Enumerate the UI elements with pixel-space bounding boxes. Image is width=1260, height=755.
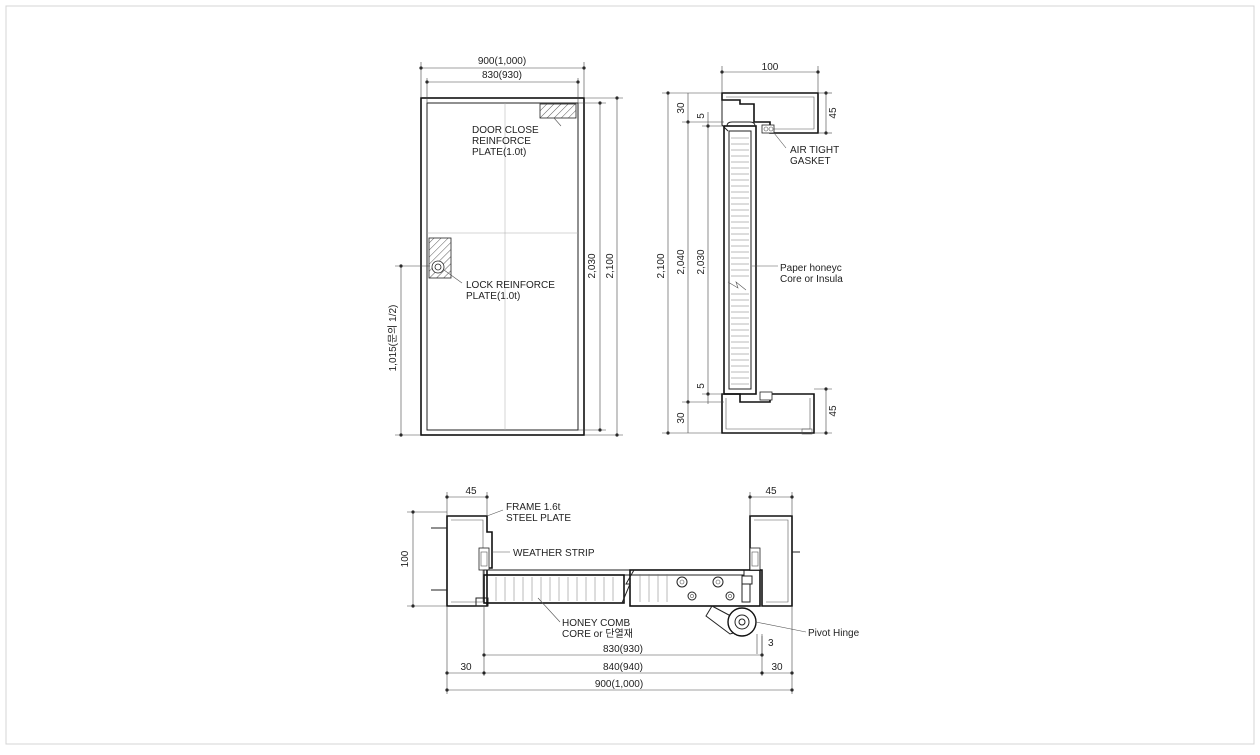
- frame-label-1: FRAME 1.6t: [506, 502, 561, 513]
- gasket-label-1: AIR TIGHT: [790, 145, 839, 156]
- pivot-hinge-label: Pivot Hinge: [808, 628, 860, 639]
- closer-label-3: PLATE(1.0t): [472, 147, 526, 158]
- top-frame-profile: [721, 92, 819, 134]
- dim-left-rebate: 30: [460, 662, 472, 673]
- dim-plan-frame-depth: 100: [400, 550, 411, 567]
- gasket-label-2: GASKET: [790, 156, 831, 167]
- weather-strip-right: [749, 547, 761, 571]
- dim-right-frame: 45: [765, 486, 777, 497]
- image-border: [5, 5, 1255, 745]
- dim-top-rebate: 30: [676, 102, 687, 114]
- dim-plan-leaf-width: 830(930): [603, 644, 643, 655]
- lock-label-1: LOCK REINFORCE: [466, 280, 555, 291]
- core-lines: [731, 137, 749, 385]
- dim-bottom-gap: 5: [696, 383, 707, 389]
- core-plan-label-1: HONEY COMB: [562, 618, 630, 629]
- core-plan-label-2: CORE or 단열재: [562, 628, 633, 640]
- dim-leaf-height-section: 2,030: [696, 249, 707, 274]
- core-label-2: Core or Insula: [780, 274, 843, 285]
- weather-strip-label: WEATHER STRIP: [513, 548, 595, 559]
- dim-right-rebate: 30: [771, 662, 783, 673]
- vertical-section: AIR TIGHT GASKET Paper honeyc Core or In…: [656, 62, 843, 435]
- dim-frame-opening: 2,040: [676, 249, 687, 274]
- dim-leaf-width: 830(930): [482, 70, 522, 81]
- leaf-left-part: [483, 574, 625, 604]
- elevation-frame-outline: [420, 97, 585, 436]
- hardware-screws: [676, 576, 735, 601]
- plan-core-lines: [495, 574, 668, 602]
- core-label-1: Paper honeyc: [780, 263, 842, 274]
- dim-plan-overall-width: 900(1,000): [595, 679, 643, 690]
- gasket-leader: [773, 132, 787, 149]
- left-frame-profile: [446, 515, 493, 607]
- pivot-leader: [755, 621, 807, 633]
- dim-total-height: 2,100: [656, 253, 667, 278]
- dim-hinge-gap: 3: [768, 638, 774, 649]
- pivot-hinge-icon: [727, 607, 757, 637]
- dim-leaf-height: 2,030: [587, 253, 598, 278]
- dim-top-gap: 5: [696, 113, 707, 119]
- leaf-right-part: [629, 569, 761, 607]
- dim-overall-height: 2,100: [605, 253, 616, 278]
- lock-label-2: PLATE(1.0t): [466, 291, 520, 302]
- dim-bottom-frame: 45: [828, 405, 839, 417]
- dim-lock-height: 1,015(문의 1/2): [387, 305, 399, 372]
- dim-left-frame: 45: [465, 486, 477, 497]
- dim-bottom-rebate: 30: [676, 412, 687, 424]
- closer-leader: [553, 117, 562, 127]
- dim-frame-depth: 100: [762, 62, 779, 73]
- elevation-leaf-outline: [426, 102, 579, 431]
- closer-label-1: DOOR CLOSE: [472, 125, 539, 136]
- bottom-gasket: [759, 391, 773, 401]
- dim-overall-width: 900(1,000): [478, 56, 526, 67]
- weather-strip-left: [478, 547, 490, 571]
- dim-top-frame: 45: [828, 107, 839, 119]
- lock-leader: [443, 269, 463, 284]
- dim-opening-width: 840(940): [603, 662, 643, 673]
- lock-core-icon: [434, 263, 442, 271]
- lock-cylinder-icon: [431, 260, 445, 274]
- closer-label-2: REINFORCE: [472, 136, 531, 147]
- door-elevation: DOOR CLOSE REINFORCE PLATE(1.0t) LOCK RE…: [387, 56, 623, 437]
- plan-section: Pivot Hinge FRAME 1.6t STEEL PLATE WEATH…: [400, 486, 860, 694]
- closer-reinforce-plate: [539, 103, 577, 119]
- frame-label-2: STEEL PLATE: [506, 513, 571, 524]
